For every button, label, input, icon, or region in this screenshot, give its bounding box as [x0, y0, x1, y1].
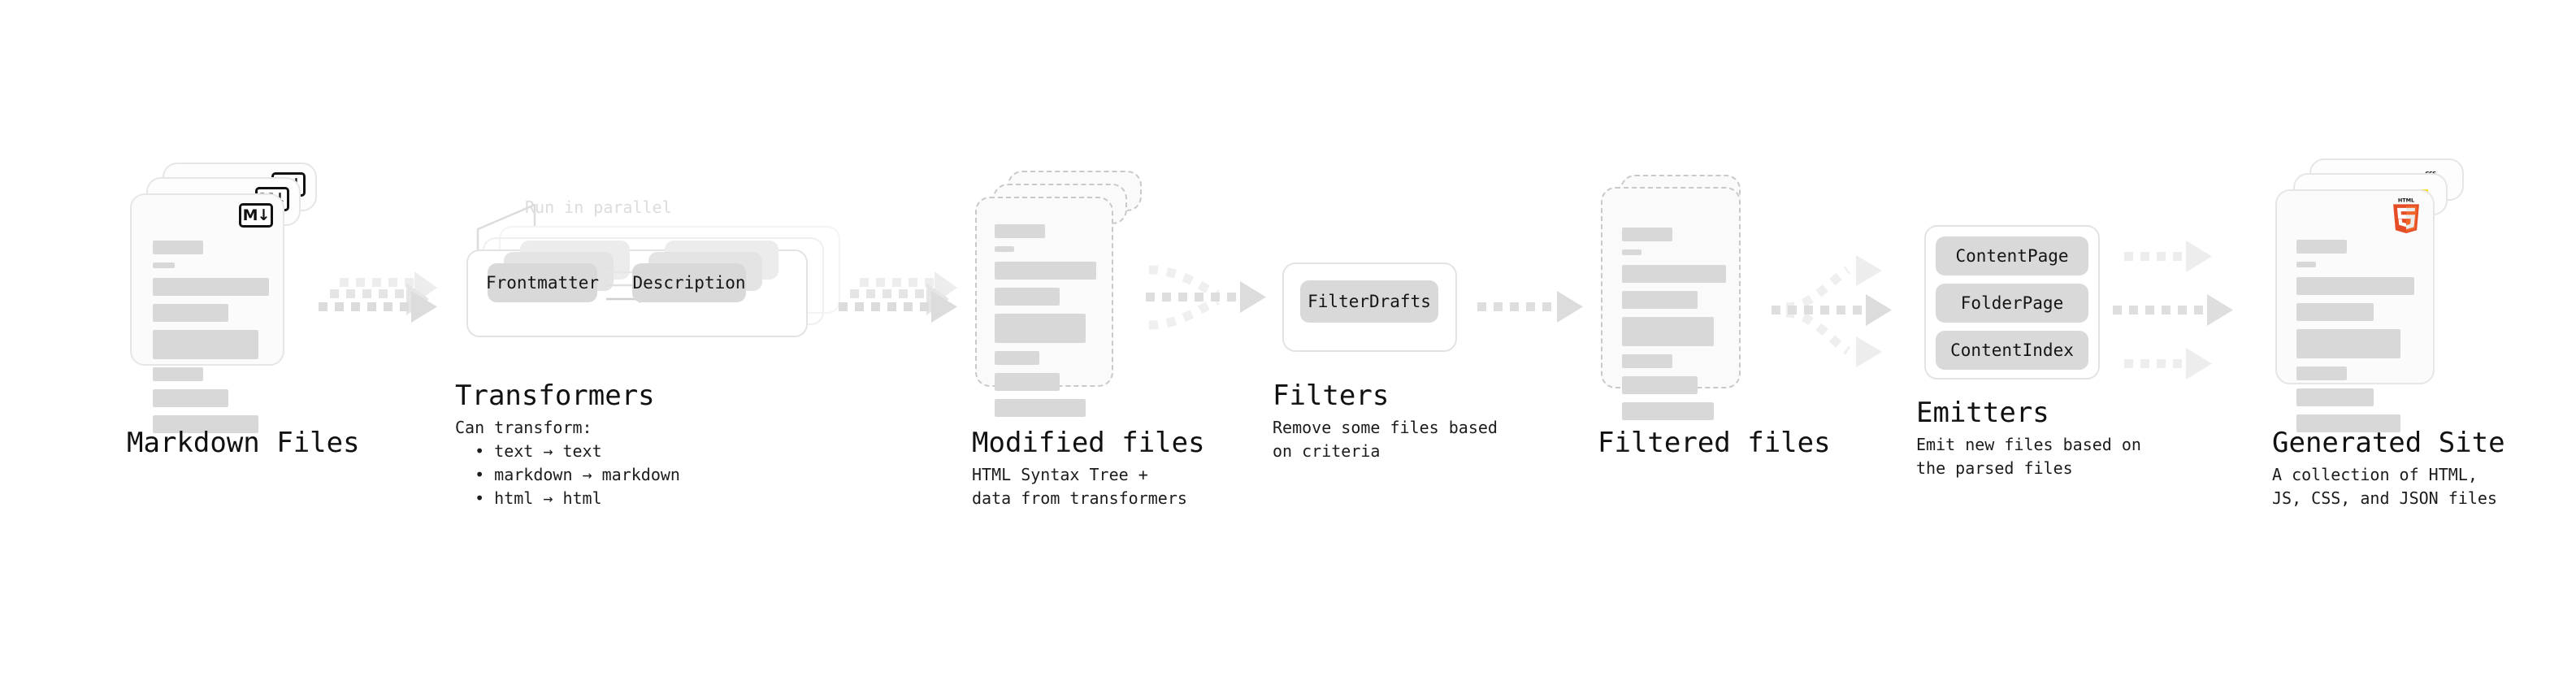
arrow-modified-to-filters	[1146, 265, 1266, 330]
card-placeholder-lines	[1622, 228, 1726, 428]
generated-site-file-stack: CSS HTML	[2275, 158, 2487, 432]
arrow-transformers-to-modified	[839, 271, 957, 323]
stage-title-emitters: Emitters	[1916, 397, 2049, 429]
filtered-card-front	[1601, 187, 1741, 420]
chip-frontmatter[interactable]: Frontmatter	[486, 263, 599, 302]
stage-subtitle-filters: Remove some files based on criteria	[1273, 418, 1498, 461]
chip-folderpage[interactable]: FolderPage	[1936, 284, 2088, 323]
card-placeholder-lines	[2296, 240, 2415, 440]
chip-contentindex[interactable]: ContentIndex	[1936, 331, 2088, 370]
arrow-filters-to-filtered	[1477, 291, 1583, 323]
modified-file-stack	[975, 171, 1162, 431]
card-placeholder-lines	[995, 224, 1096, 425]
arrow-emitters-to-site	[2113, 241, 2233, 380]
stage-subtitle-modified-files: HTML Syntax Tree + data from transformer…	[972, 465, 1187, 508]
stage-title-transformers: Transformers	[455, 380, 655, 412]
stage-title-markdown-files: Markdown Files	[127, 427, 360, 459]
stage-title-filtered-files: Filtered files	[1598, 427, 1831, 459]
filtered-file-stack	[1601, 175, 1788, 435]
stage-title-filters: Filters	[1273, 380, 1390, 412]
stage-subtitle-emitters: Emit new files based on the parsed files	[1916, 435, 2141, 478]
markdown-file-stack: M↓ M↓ M↓	[130, 163, 317, 433]
arrow-filtered-to-emitters	[1772, 255, 1892, 367]
markdown-card-front: M↓	[130, 193, 284, 433]
stage-subtitle-generated-site: A collection of HTML, JS, CSS, and JSON …	[2272, 465, 2497, 508]
arrow-markdown-to-transformers	[319, 271, 437, 323]
svg-text:HTML: HTML	[2398, 197, 2414, 204]
html-file-card: HTML	[2275, 189, 2435, 432]
stage-title-modified-files: Modified files	[972, 427, 1205, 459]
stage-subtitle-transformers: Can transform: • text → text • markdown …	[455, 418, 680, 508]
card-placeholder-lines	[153, 241, 269, 441]
run-in-parallel-label: Run in parallel	[525, 197, 672, 217]
run-in-parallel-bracket	[476, 203, 536, 258]
chip-contentpage[interactable]: ContentPage	[1936, 236, 2088, 275]
chip-description[interactable]: Description	[632, 263, 746, 302]
markdown-icon: M↓	[239, 203, 273, 228]
stage-title-generated-site: Generated Site	[2272, 427, 2505, 459]
markdown-icon-label: M↓	[242, 206, 271, 224]
html5-icon: HTML	[2393, 197, 2419, 233]
modified-card-front	[975, 197, 1113, 417]
chip-filterdrafts[interactable]: FilterDrafts	[1300, 280, 1438, 323]
